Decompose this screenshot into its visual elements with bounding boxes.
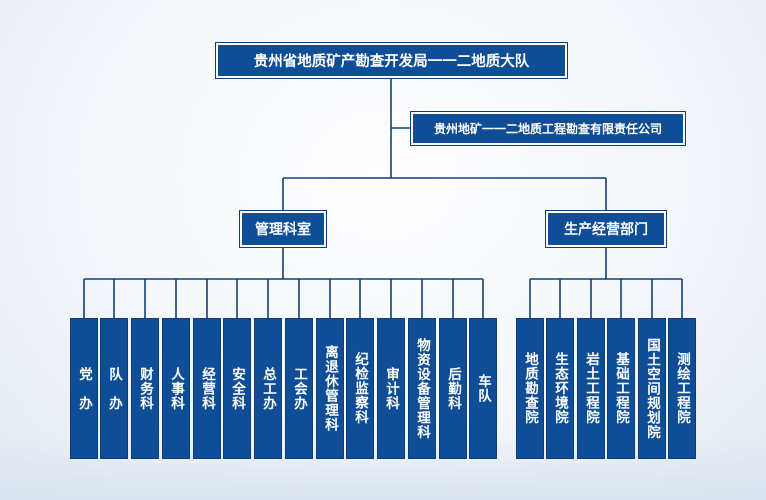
- unit-audit: 审计科: [377, 318, 405, 459]
- unit-retirees: 离退休管理科: [316, 318, 344, 459]
- unit-safety: 安全科: [223, 318, 251, 459]
- unit-brigade-office: 队 办: [100, 318, 128, 459]
- company-box: 贵州地矿一一二地质工程勘查有限责任公司: [410, 111, 686, 146]
- unit-chief-engineer: 总工办: [254, 318, 282, 459]
- unit-finance: 财务科: [131, 318, 159, 459]
- unit-party-office: 党 办: [70, 318, 98, 459]
- unit-surveying: 测绘工程院: [668, 318, 696, 459]
- unit-foundation: 基础工程院: [607, 318, 635, 459]
- unit-materials: 物资设备管理科: [408, 318, 436, 459]
- production-box: 生产经营部门: [545, 210, 667, 248]
- bureau-box: 贵州省地质矿产勘查开发局一一二地质大队: [215, 42, 568, 79]
- unit-discipline: 纪检监察科: [346, 318, 374, 459]
- unit-personnel: 人事科: [162, 318, 190, 459]
- management-box: 管理科室: [239, 210, 327, 248]
- unit-logistics: 后勤科: [439, 318, 467, 459]
- unit-spatial-planning: 国土空间规划院: [638, 318, 666, 459]
- unit-ecology: 生态环境院: [546, 318, 574, 459]
- unit-geotechnical: 岩土工程院: [577, 318, 605, 459]
- unit-business: 经营科: [193, 318, 221, 459]
- unit-geo-survey: 地质勘查院: [516, 318, 544, 459]
- unit-union: 工会办: [285, 318, 313, 459]
- unit-motor-pool: 车队: [469, 318, 497, 459]
